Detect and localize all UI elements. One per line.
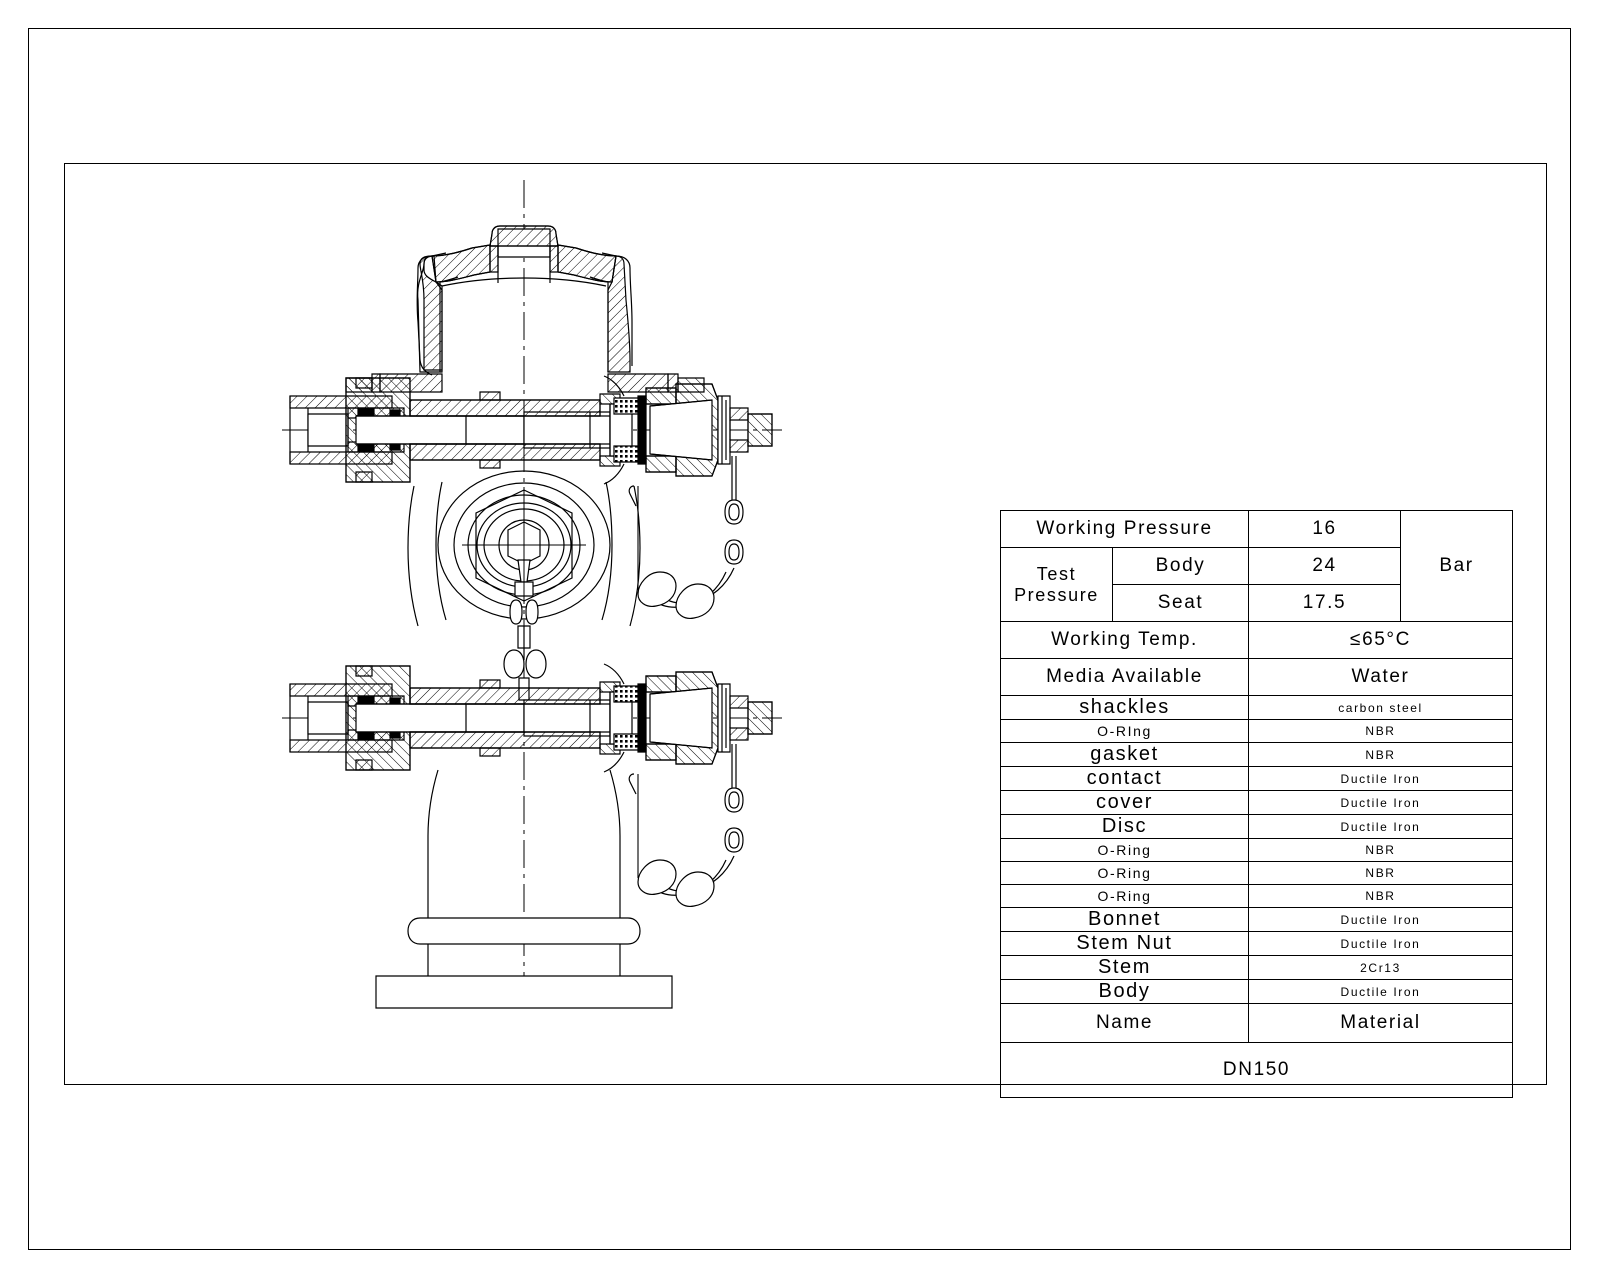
media-available-label: Media Available [1000, 658, 1249, 696]
row-media-available: Media Available Water [1000, 658, 1513, 696]
bom-part-material: NBR [1248, 719, 1513, 743]
bom-part-name: O-Ring [1000, 884, 1249, 908]
test-pressure-line1: Test [1036, 564, 1077, 585]
bom-part-material: NBR [1248, 742, 1513, 767]
media-available-value: Water [1248, 658, 1513, 696]
working-pressure-label: Working Pressure [1000, 510, 1249, 548]
bom-part-name: O-Ring [1000, 838, 1249, 862]
lower-chain [628, 744, 744, 907]
bom-part-name: contact [1000, 766, 1249, 791]
drawing-title: DN150 [1000, 1042, 1513, 1098]
bom-part-name: O-Ring [1000, 861, 1249, 885]
working-temp-value: ≤65°C [1248, 621, 1513, 659]
row-test-pressure-body: Test Pressure Body 24 [1000, 547, 1513, 622]
upper-nozzle-assembly [282, 375, 782, 485]
bom-part-material: Ductile Iron [1248, 790, 1513, 815]
row-working-pressure: Working Pressure 16 Bar [1000, 510, 1513, 622]
body-test-label: Body [1112, 547, 1249, 585]
bom-part-name: Stem Nut [1000, 931, 1249, 956]
upper-chain [628, 456, 744, 619]
body-test-value: 24 [1248, 547, 1401, 585]
bom-part-name: Body [1000, 979, 1249, 1004]
bom-part-name: Bonnet [1000, 907, 1249, 932]
row-working-temp: Working Temp. ≤65°C [1000, 621, 1513, 659]
bom-part-name: cover [1000, 790, 1249, 815]
bom-part-material: NBR [1248, 884, 1513, 908]
bom-part-material: 2Cr13 [1248, 955, 1513, 980]
bom-part-name: O-RIng [1000, 719, 1249, 743]
bom-part-name: gasket [1000, 742, 1249, 767]
seat-test-value: 17.5 [1248, 584, 1401, 622]
pressure-unit: Bar [1400, 510, 1513, 622]
specification-table: Working Pressure 16 Bar Test Pressure Bo… [1000, 510, 1513, 1098]
bom-part-material: NBR [1248, 861, 1513, 885]
bom-part-material: Ductile Iron [1248, 907, 1513, 932]
base-flange [375, 975, 673, 1009]
seat-test-label: Seat [1112, 584, 1249, 622]
sheet-border-inner [64, 163, 1547, 1085]
bom-part-material: carbon steel [1248, 695, 1513, 720]
working-temp-label: Working Temp. [1000, 621, 1249, 659]
working-pressure-value: 16 [1248, 510, 1401, 548]
row-bom-header: Name Material [1000, 1003, 1513, 1043]
bom-part-material: Ductile Iron [1248, 766, 1513, 791]
test-pressure-line2: Pressure [1014, 584, 1099, 605]
test-pressure-label: Test Pressure [1000, 547, 1113, 622]
lower-nozzle-assembly [282, 663, 782, 773]
base-collar [407, 917, 641, 945]
bom-header-material: Material [1248, 1003, 1513, 1043]
sheet-border-outer [28, 28, 1571, 1250]
bom-part-material: Ductile Iron [1248, 931, 1513, 956]
cap-outer-circle [437, 470, 611, 620]
bom-part-name: Disc [1000, 814, 1249, 839]
center-body [407, 470, 641, 701]
hydrant-base [375, 769, 673, 1009]
bom-part-name: Stem [1000, 955, 1249, 980]
bom-part-material: Ductile Iron [1248, 814, 1513, 839]
bom-part-material: Ductile Iron [1248, 979, 1513, 1004]
row-drawing-title: DN150 [1000, 1042, 1513, 1098]
bom-part-material: NBR [1248, 838, 1513, 862]
bom-part-name: shackles [1000, 695, 1249, 720]
bom-header-name: Name [1000, 1003, 1249, 1043]
